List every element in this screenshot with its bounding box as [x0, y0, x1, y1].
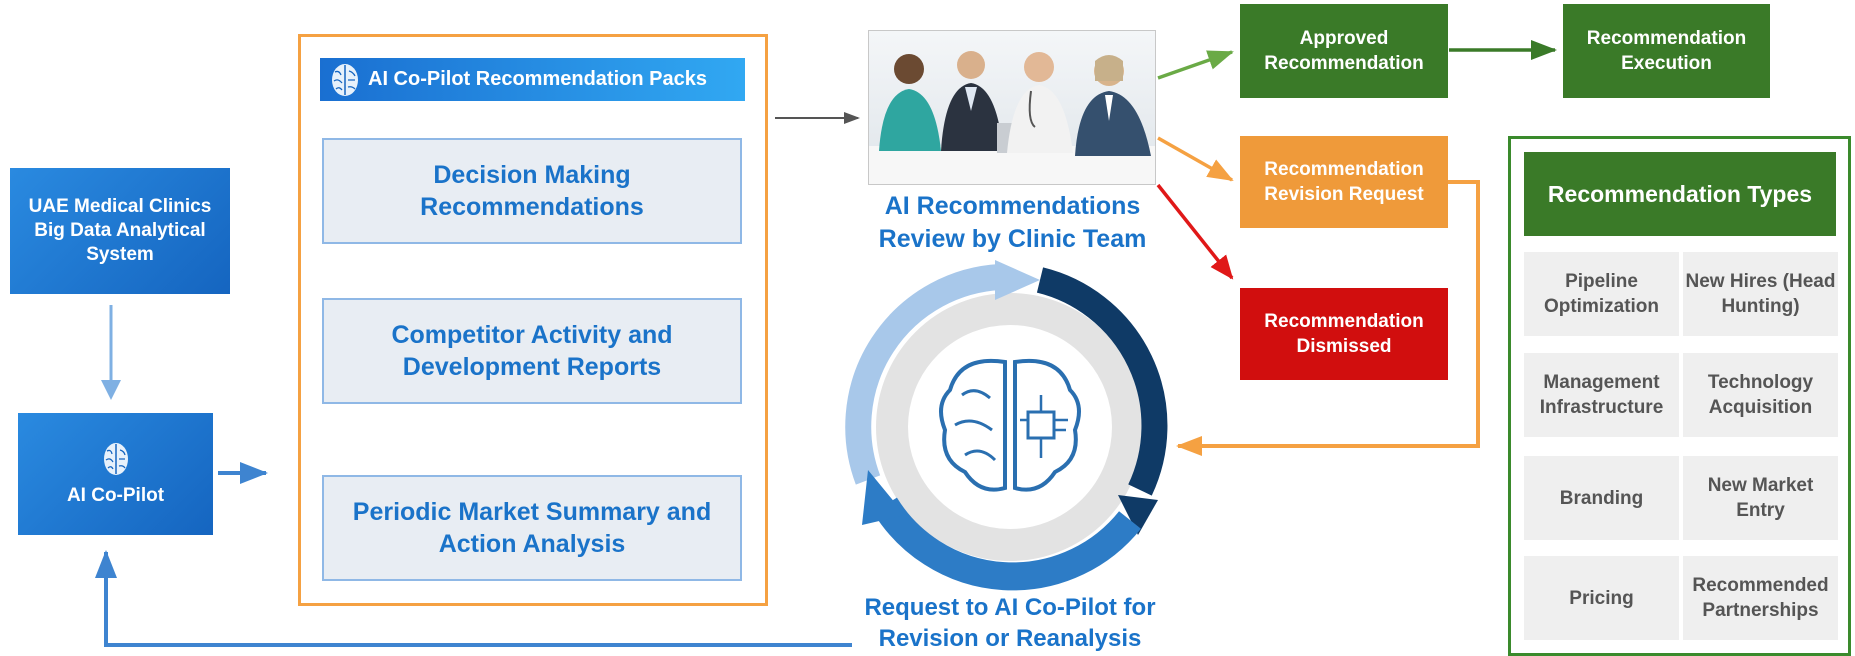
types-header-label: Recommendation Types	[1547, 180, 1813, 207]
arrow-request-to-copilot	[95, 550, 852, 647]
type-pricing[interactable]: Pricing	[1524, 556, 1679, 640]
execution-label: Recommendation Execution	[1586, 28, 1747, 74]
copilot-box[interactable]: AI Co-Pilot	[18, 413, 213, 535]
medical-team-meeting-photo	[868, 30, 1156, 185]
pack-competitor-activity[interactable]: Competitor Activity and Development Repo…	[322, 298, 742, 404]
packs-header: AI Co-Pilot Recommendation Packs	[320, 58, 745, 101]
recommendation-execution-box[interactable]: Recommendation Execution	[1563, 4, 1770, 98]
type-label: Pipeline Optimization	[1543, 271, 1660, 317]
types-header: Recommendation Types	[1524, 152, 1836, 236]
packs-header-label: AI Co-Pilot Recommendation Packs	[368, 68, 707, 90]
pack-market-summary[interactable]: Periodic Market Summary and Action Analy…	[322, 475, 742, 581]
arrow-review-to-revision	[1157, 136, 1234, 182]
type-branding[interactable]: Branding	[1524, 456, 1679, 540]
type-label: New Hires (Head Hunting)	[1685, 271, 1836, 317]
type-recommended-partnerships[interactable]: Recommended Partnerships	[1683, 556, 1838, 640]
pack-label: Competitor Activity and Development Repo…	[391, 321, 673, 381]
revision-label: Recommendation Revision Request	[1264, 159, 1424, 205]
type-label: Branding	[1559, 487, 1644, 509]
revision-request-box[interactable]: Recommendation Revision Request	[1240, 136, 1448, 228]
pack-label: Decision Making Recommendations	[420, 161, 644, 221]
source-system-box[interactable]: UAE Medical Clinics Big Data Analytical …	[10, 168, 230, 294]
approved-label: Approved Recommendation	[1264, 28, 1424, 74]
arrow-review-to-dismissed	[1156, 183, 1234, 280]
recommendation-types-panel	[1508, 136, 1851, 656]
pack-decision-making[interactable]: Decision Making Recommendations	[322, 138, 742, 244]
pack-label: Periodic Market Summary and Action Analy…	[352, 498, 712, 558]
copilot-label: AI Co-Pilot	[66, 485, 165, 506]
recommendation-packs-panel	[298, 34, 768, 606]
dismissed-label: Recommendation Dismissed	[1264, 311, 1424, 357]
type-label: Pricing	[1569, 587, 1634, 609]
brain-icon	[103, 443, 128, 475]
type-label: Recommended Partnerships	[1692, 575, 1829, 621]
type-label: Technology Acquisition	[1707, 372, 1814, 418]
type-new-market-entry[interactable]: New Market Entry	[1683, 456, 1838, 540]
type-pipeline-optimization[interactable]: Pipeline Optimization	[1524, 252, 1679, 336]
arrow-revision-to-cycle	[1176, 180, 1480, 456]
type-label: Management Infrastructure	[1539, 372, 1664, 418]
revision-request-label: Request to AI Co-Pilot for Revision or R…	[864, 594, 1156, 652]
type-label: New Market Entry	[1707, 475, 1814, 521]
type-technology-acquisition[interactable]: Technology Acquisition	[1683, 353, 1838, 437]
arrow-review-to-approved	[1157, 50, 1234, 80]
recommendation-dismissed-box[interactable]: Recommendation Dismissed	[1240, 288, 1448, 380]
type-management-infrastructure[interactable]: Management Infrastructure	[1524, 353, 1679, 437]
review-label: AI Recommendations Review by Clinic Team	[878, 192, 1147, 253]
approved-recommendation-box[interactable]: Approved Recommendation	[1240, 4, 1448, 98]
type-new-hires[interactable]: New Hires (Head Hunting)	[1683, 252, 1838, 336]
brain-icon	[332, 63, 358, 96]
source-system-label: UAE Medical Clinics Big Data Analytical …	[28, 196, 212, 265]
